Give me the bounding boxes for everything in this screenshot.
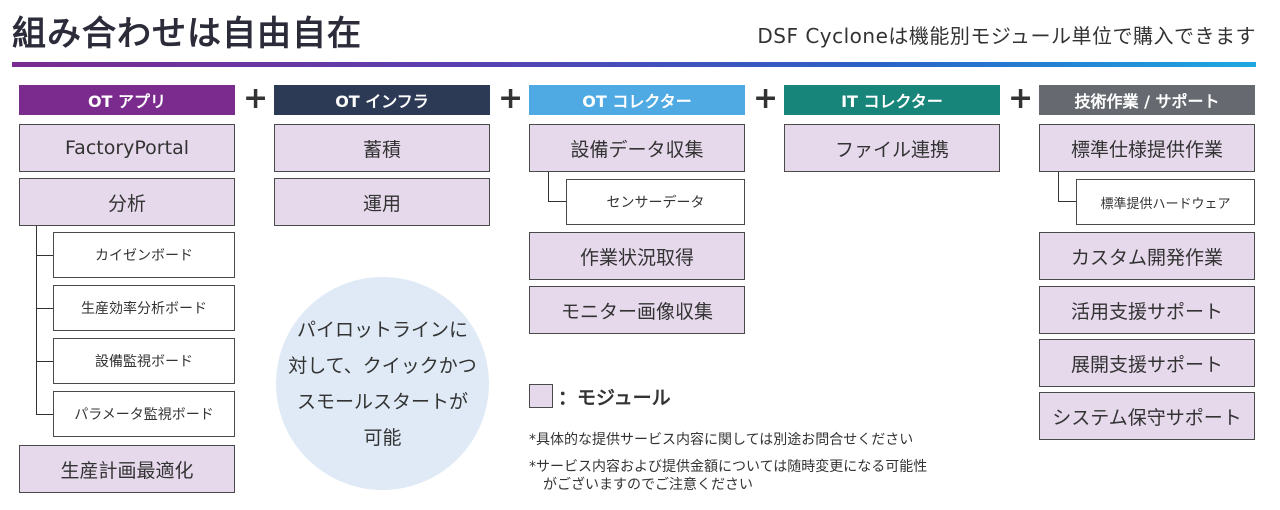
submodule-sensor-data: センサーデータ (566, 179, 745, 225)
tree-connector (1058, 172, 1076, 202)
column-header-ot-infra: OT インフラ (274, 85, 490, 115)
bubble-text: パイロットラインに 対して、クイックかつ スモールスタートが 可能 (288, 318, 477, 449)
module-production-planning: 生産計画最適化 (19, 445, 235, 493)
module-analysis: 分析 (19, 178, 235, 226)
footnote: がございますのでご注意ください (529, 477, 753, 493)
module-standard-spec-work: 標準仕様提供作業 (1039, 124, 1255, 172)
submodule-standard-hardware: 標準提供ハードウェア (1076, 179, 1255, 225)
legend-label: ：モジュール (558, 387, 671, 409)
module-monitor-image-collection: モニター画像収集 (529, 286, 745, 334)
footnote: *サービス内容および提供金額については随時変更になる可能性 (529, 459, 928, 475)
legend-swatch (529, 384, 553, 408)
column-header-ot-collector: OT コレクター (529, 85, 745, 115)
module-system-maintenance-support: システム保守サポート (1039, 392, 1255, 440)
plus-sign: + (1008, 81, 1034, 116)
module-file-integration: ファイル連携 (784, 124, 1000, 172)
module-work-status: 作業状況取得 (529, 232, 745, 280)
module-custom-development: カスタム開発作業 (1039, 232, 1255, 280)
module-deployment-support: 展開支援サポート (1039, 339, 1255, 387)
plus-sign: + (243, 81, 269, 116)
submodule-equipment-monitoring-board: 設備監視ボード (53, 338, 235, 384)
module-operation: 運用 (274, 178, 490, 226)
column-header-support: 技術作業 / サポート (1039, 85, 1255, 115)
page-subtitle: DSF Cycloneは機能別モジュール単位で購入できます (757, 24, 1256, 48)
module-equipment-data-collection: 設備データ収集 (529, 124, 745, 172)
tree-connector (36, 308, 53, 309)
tree-connector (36, 226, 37, 415)
tree-connector (548, 172, 566, 202)
submodule-kaizen-board: カイゼンボード (53, 232, 235, 278)
column-header-it-collector: IT コレクター (784, 85, 1000, 115)
gradient-divider (12, 62, 1256, 67)
module-storage: 蓄積 (274, 124, 490, 172)
submodule-production-efficiency-board: 生産効率分析ボード (53, 285, 235, 331)
module-factoryportal: FactoryPortal (19, 124, 235, 172)
tree-connector (36, 361, 53, 362)
module-utilization-support: 活用支援サポート (1039, 286, 1255, 334)
tree-connector (36, 255, 53, 256)
tree-connector (36, 414, 53, 415)
plus-sign: + (498, 81, 524, 116)
page-title: 組み合わせは自由自在 (12, 14, 362, 54)
plus-sign: + (753, 81, 779, 116)
pilot-line-bubble: パイロットラインに 対して、クイックかつ スモールスタートが 可能 (276, 277, 489, 490)
footnote: *具体的な提供サービス内容に関しては別途お問合せください (529, 432, 914, 448)
column-header-ot-app: OT アプリ (19, 85, 235, 115)
submodule-parameter-monitoring-board: パラメータ監視ボード (53, 391, 235, 437)
